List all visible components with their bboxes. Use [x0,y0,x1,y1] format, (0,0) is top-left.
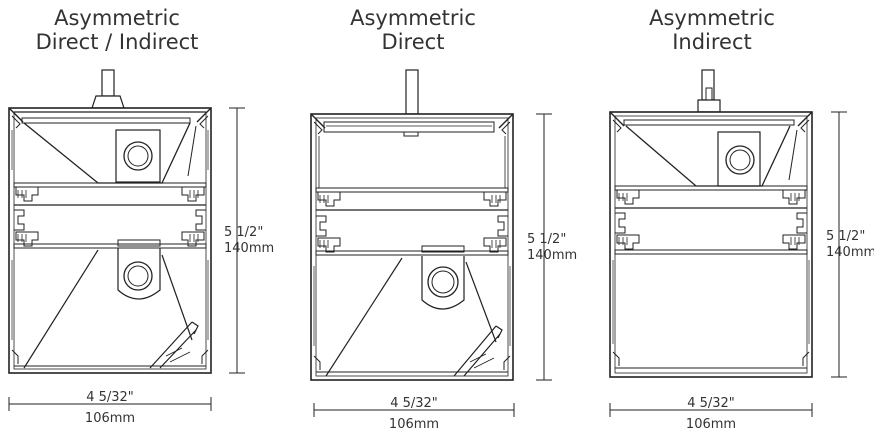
title-line-2: Direct [381,30,445,54]
width-inches-label: 4 5/32" [687,396,735,411]
height-inches-label: 5 1/2" [527,232,566,247]
height-mm-label: 140mm [224,241,274,256]
title-line-1: Asymmetric [54,6,180,30]
width-mm-label: 106mm [686,417,736,432]
width-inches-label: 4 5/32" [390,396,438,411]
profile-drawing-direct-indirect: 5 1/2" 140mm 4 5/32" 106mm [8,69,274,426]
title-line-2: Indirect [672,30,752,54]
height-inches-label: 5 1/2" [224,225,263,240]
width-inches-label: 4 5/32" [86,390,134,405]
profile-title-direct-indirect: Asymmetric Direct / Indirect [22,6,212,54]
title-line-1: Asymmetric [350,6,476,30]
height-mm-label: 140mm [826,245,874,260]
profile-title-direct: Asymmetric Direct [318,6,508,54]
profile-title-indirect: Asymmetric Indirect [617,6,807,54]
profile-drawing-indirect: 5 1/2" 140mm 4 5/32" 106mm [609,69,874,432]
width-mm-label: 106mm [389,417,439,432]
profile-drawing-direct: 5 1/2" 140mm 4 5/32" 106mm [310,69,577,432]
height-inches-label: 5 1/2" [826,229,865,244]
title-line-2: Direct / Indirect [35,30,199,54]
height-mm-label: 140mm [527,248,577,263]
width-mm-label: 106mm [85,411,135,426]
title-line-1: Asymmetric [649,6,775,30]
